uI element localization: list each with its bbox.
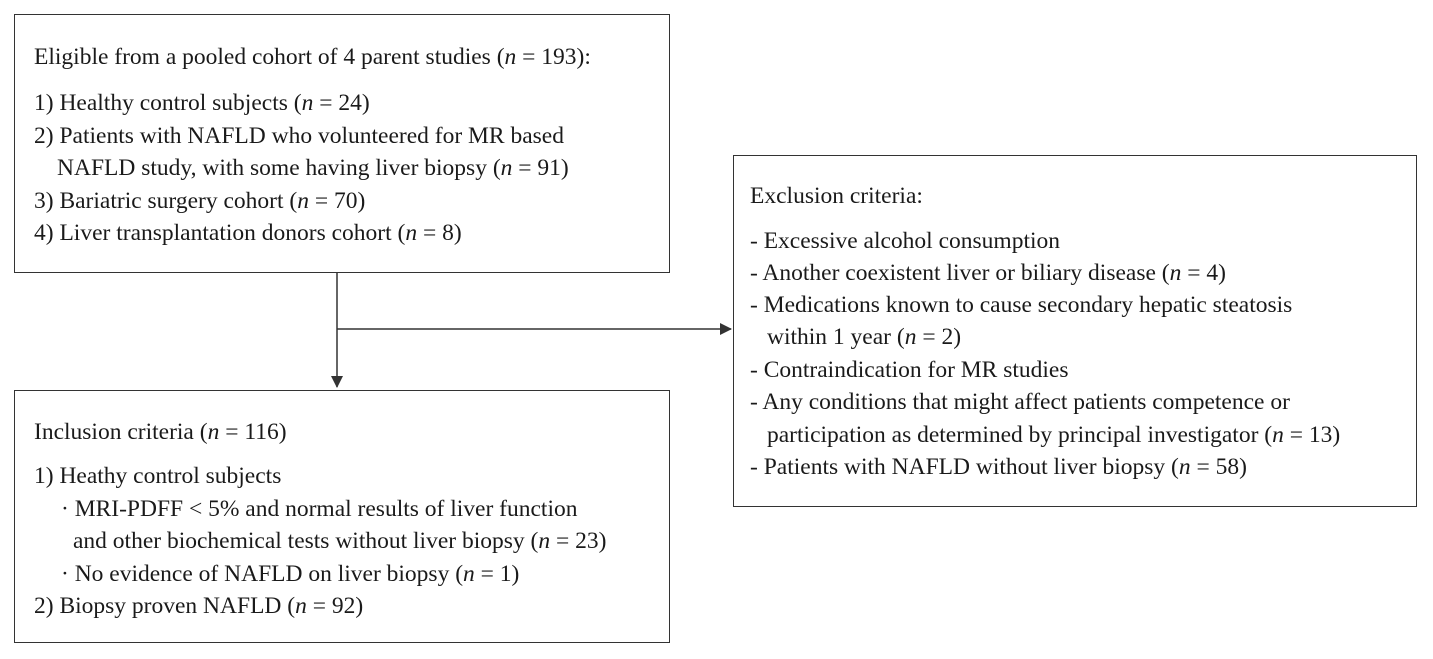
eligible-cohort-box: Eligible from a pooled cohort of 4 paren…	[14, 14, 670, 273]
exclusion-item: - Contraindication for MR studies	[750, 357, 1069, 383]
inclusion-item: and other biochemical tests without live…	[73, 528, 607, 554]
exclusion-item: within 1 year (n = 2)	[767, 324, 962, 350]
inclusion-item: · MRI-PDFF < 5% and normal results of li…	[61, 496, 578, 522]
exclusion-item: - Any conditions that might affect patie…	[750, 389, 1290, 415]
eligible-heading: Eligible from a pooled cohort of 4 paren…	[34, 44, 591, 70]
inclusion-criteria-box: Inclusion criteria (n = 116) 1) Heathy c…	[14, 390, 670, 643]
inclusion-item: 2) Biopsy proven NAFLD (n = 92)	[34, 593, 364, 619]
exclusion-item: - Patients with NAFLD without liver biop…	[750, 454, 1247, 480]
inclusion-heading: Inclusion criteria (n = 116)	[34, 419, 287, 445]
exclusion-heading: Exclusion criteria:	[750, 183, 923, 209]
inclusion-item: 1) Heathy control subjects	[34, 463, 282, 489]
exclusion-item: - Medications known to cause secondary h…	[750, 292, 1293, 318]
eligible-item: 2) Patients with NAFLD who volunteered f…	[34, 123, 564, 149]
exclusion-item: - Another coexistent liver or biliary di…	[750, 260, 1226, 286]
exclusion-item: participation as determined by principal…	[767, 422, 1341, 448]
eligible-item: 3) Bariatric surgery cohort (n = 70)	[34, 188, 366, 214]
eligible-item: 4) Liver transplantation donors cohort (…	[34, 220, 462, 246]
exclusion-criteria-box: Exclusion criteria: - Excessive alcohol …	[733, 155, 1417, 507]
inclusion-item: · No evidence of NAFLD on liver biopsy (…	[61, 561, 520, 587]
exclusion-item: - Excessive alcohol consumption	[750, 228, 1060, 254]
eligible-item: NAFLD study, with some having liver biop…	[57, 155, 569, 181]
eligible-item: 1) Healthy control subjects (n = 24)	[34, 90, 370, 116]
